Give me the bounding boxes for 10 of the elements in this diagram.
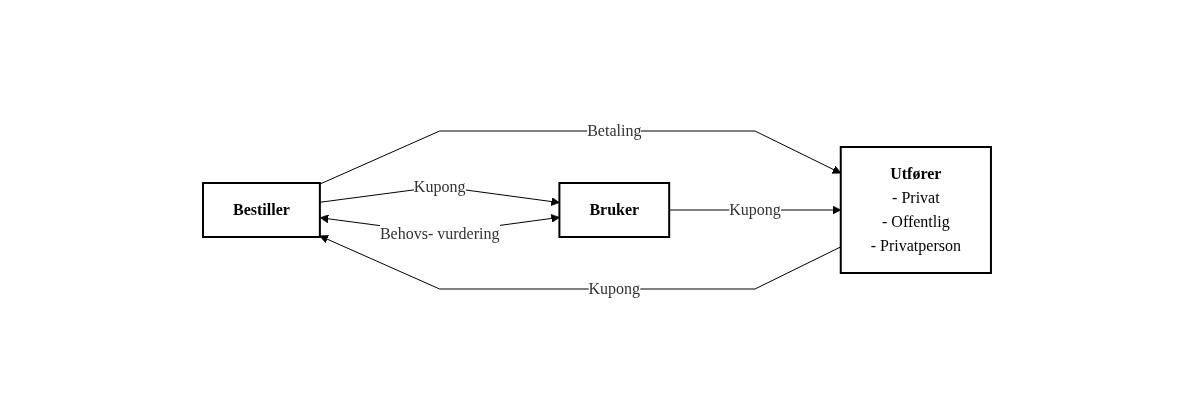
edge-label: Betaling xyxy=(586,122,641,139)
node-box: Utfører - Privat - Offentlig - Privatperson xyxy=(839,146,992,274)
edge-label: Kupong xyxy=(728,201,781,218)
edge-label: Behovs- vurdering xyxy=(379,224,499,242)
edge-label: Kupong xyxy=(588,280,640,297)
edge-label: Kupong xyxy=(413,177,465,195)
node-box: Bestiller xyxy=(201,182,321,238)
arrow xyxy=(318,130,841,185)
arrow xyxy=(319,235,841,290)
node-box: Bruker xyxy=(557,182,670,238)
